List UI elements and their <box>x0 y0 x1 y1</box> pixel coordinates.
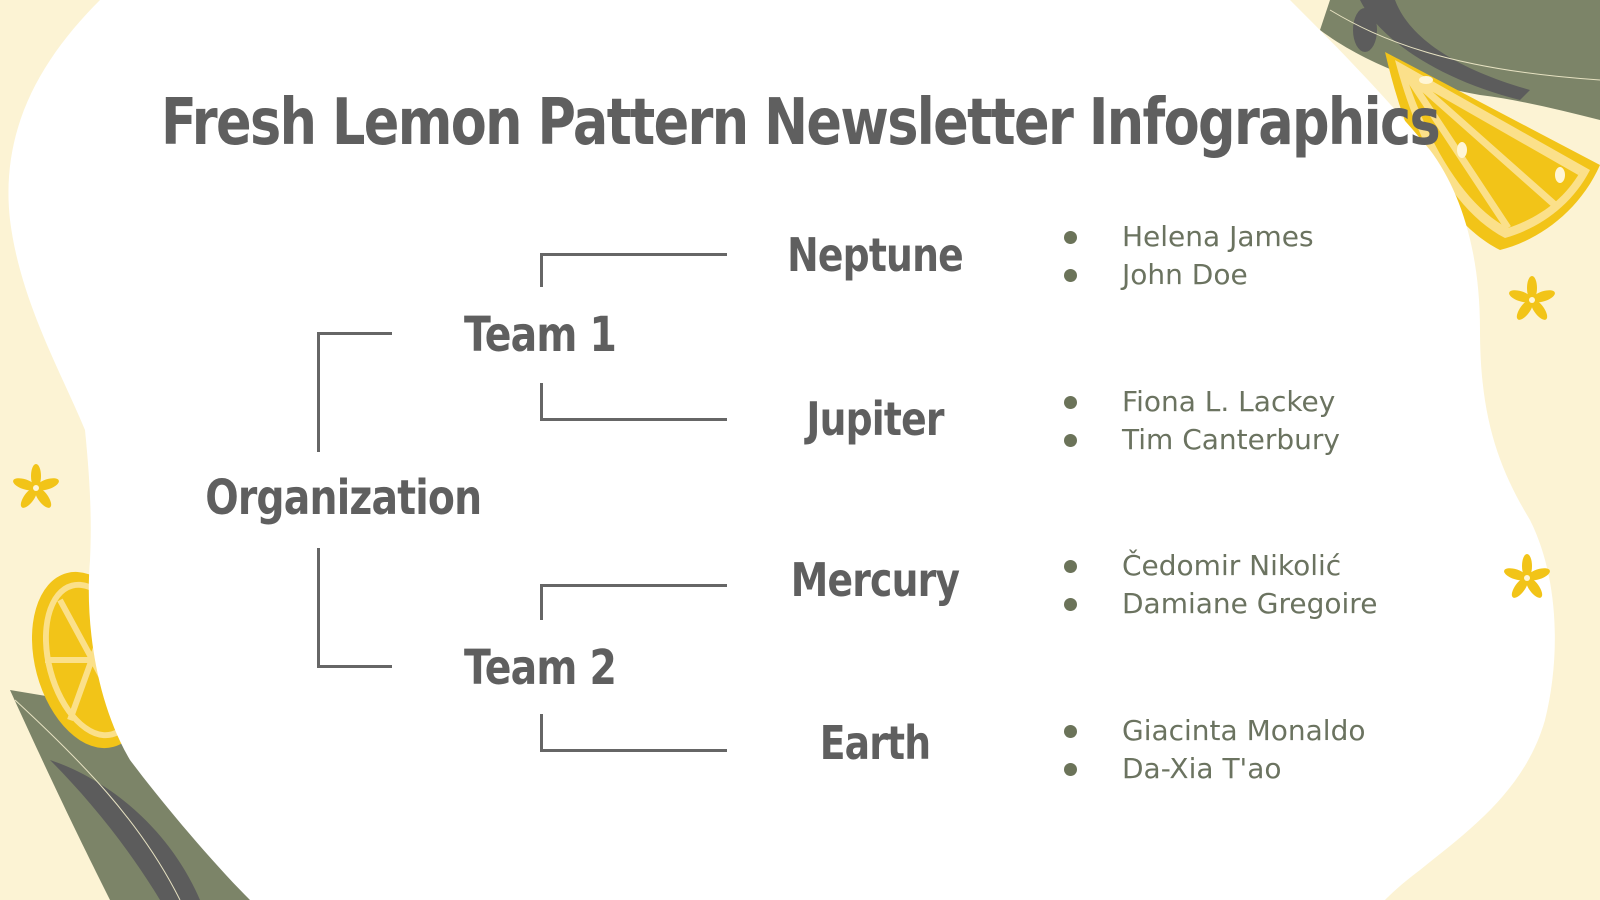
group-node-jupiter: Jupiter <box>806 392 944 446</box>
member-list-neptune: Helena James John Doe <box>1060 218 1314 294</box>
bullet-icon <box>1064 725 1077 738</box>
connector-line <box>540 418 727 421</box>
connector-line <box>540 584 543 620</box>
member-list-mercury: Čedomir Nikolić Damiane Gregoire <box>1060 547 1377 623</box>
content-panel <box>8 0 1555 900</box>
bullet-icon <box>1064 396 1077 409</box>
connector-line <box>540 584 727 587</box>
list-item: Giacinta Monaldo <box>1060 712 1365 750</box>
list-item: Helena James <box>1060 218 1314 256</box>
list-item: Tim Canterbury <box>1060 421 1340 459</box>
bullet-icon <box>1064 434 1077 447</box>
team-node-1: Team 1 <box>463 307 617 363</box>
group-node-mercury: Mercury <box>790 553 960 607</box>
group-node-neptune: Neptune <box>787 228 964 282</box>
list-item: John Doe <box>1060 256 1314 294</box>
bullet-icon <box>1064 231 1077 244</box>
root-node-organization: Organization <box>205 470 482 526</box>
leaf-icon <box>10 690 260 900</box>
list-item: Fiona L. Lackey <box>1060 383 1340 421</box>
bullet-icon <box>1064 269 1077 282</box>
bullet-icon <box>1064 763 1077 776</box>
member-list-jupiter: Fiona L. Lackey Tim Canterbury <box>1060 383 1340 459</box>
connector-line <box>317 332 320 452</box>
connector-line <box>540 253 543 287</box>
team-node-2: Team 2 <box>463 640 617 696</box>
page-title: Fresh Lemon Pattern Newsletter Infograph… <box>160 86 1441 160</box>
connector-line <box>540 383 543 421</box>
flower-icon <box>1504 554 1550 598</box>
list-item: Da-Xia T'ao <box>1060 750 1365 788</box>
connector-line <box>317 665 392 668</box>
list-item: Čedomir Nikolić <box>1060 547 1377 585</box>
list-item: Damiane Gregoire <box>1060 585 1377 623</box>
bullet-icon <box>1064 560 1077 573</box>
connector-line <box>317 332 392 335</box>
member-list-earth: Giacinta Monaldo Da-Xia T'ao <box>1060 712 1365 788</box>
group-node-earth: Earth <box>819 716 931 770</box>
connector-line <box>540 253 727 256</box>
connector-line <box>540 714 543 752</box>
bullet-icon <box>1064 598 1077 611</box>
leaf-icon <box>1320 0 1600 120</box>
flower-icon <box>13 464 59 508</box>
connector-line <box>540 749 727 752</box>
flower-icon <box>1509 276 1555 320</box>
lemon-slice-icon <box>1385 52 1600 250</box>
connector-line <box>317 548 320 668</box>
